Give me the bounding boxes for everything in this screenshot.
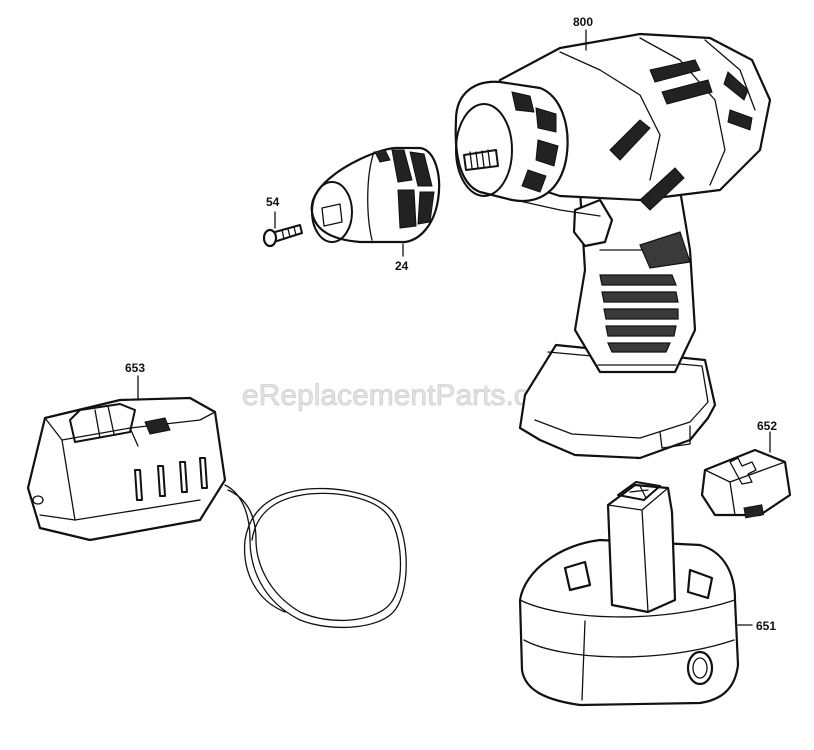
label-24: 24 — [395, 259, 409, 273]
label-54: 54 — [266, 195, 280, 209]
screw-part[interactable] — [262, 224, 303, 248]
label-800: 800 — [573, 15, 593, 29]
charger-cord — [224, 484, 407, 628]
label-653: 653 — [125, 361, 145, 375]
label-652: 652 — [757, 419, 777, 433]
drill-body-part[interactable] — [454, 32, 772, 460]
chuck-grip-ridges — [374, 149, 435, 229]
battery-cover-part[interactable] — [700, 448, 792, 519]
label-651: 651 — [756, 619, 776, 633]
handle-grip — [599, 231, 691, 353]
spindle-thread — [469, 149, 491, 169]
watermark: eReplacementParts.com — [242, 379, 570, 412]
charger-part[interactable] — [26, 396, 227, 542]
battery-part[interactable] — [518, 481, 740, 707]
chuck-part[interactable] — [310, 146, 441, 244]
